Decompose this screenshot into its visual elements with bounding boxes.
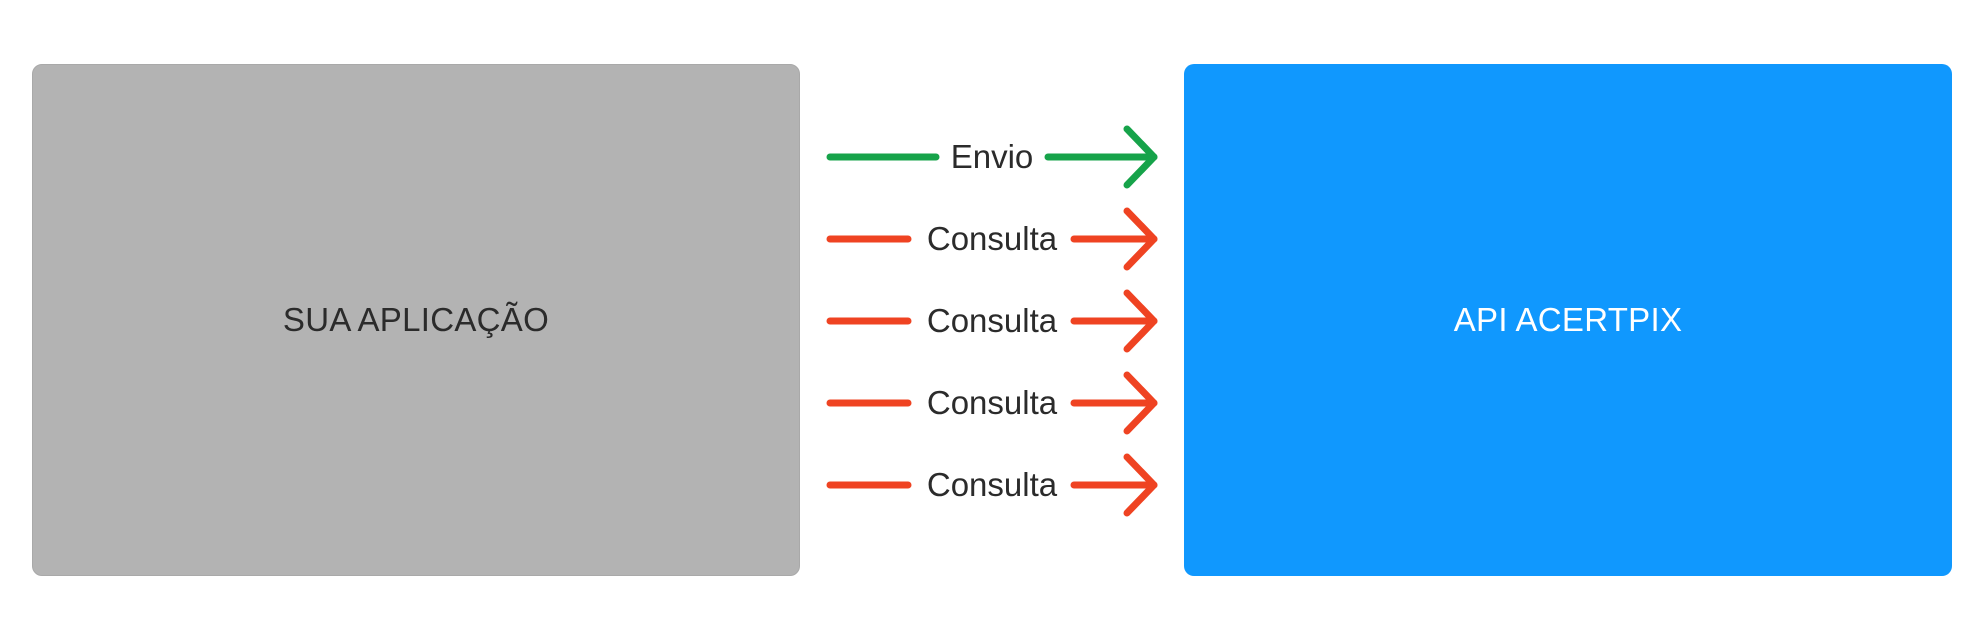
- flow-arrow-consulta: Consulta: [824, 363, 1160, 443]
- flow-label-consulta: Consulta: [926, 302, 1058, 339]
- api-acertpix-box: API ACERTPIX: [1184, 64, 1952, 576]
- flow-label-consulta: Consulta: [926, 466, 1058, 503]
- flow-arrow-consulta: Consulta: [824, 199, 1160, 279]
- arrow-icon: [826, 289, 1158, 353]
- arrow-icon: [826, 371, 1158, 435]
- sua-aplicacao-box: SUA APLICAÇÃO: [32, 64, 800, 576]
- arrow-head: [1123, 371, 1158, 435]
- arrow-icon: [826, 207, 1158, 271]
- arrow-head: [1123, 453, 1158, 517]
- arrow-icon: [826, 125, 1158, 189]
- arrow-head: [1123, 289, 1158, 353]
- arrow-head: [1123, 207, 1158, 271]
- flow-arrow-consulta: Consulta: [824, 445, 1160, 525]
- flow-label-consulta: Consulta: [926, 220, 1058, 257]
- flow-label-consulta: Consulta: [926, 384, 1058, 421]
- flow-label-envio: Envio: [950, 138, 1034, 175]
- api-acertpix-label: API ACERTPIX: [1453, 301, 1683, 338]
- sua-aplicacao-label: SUA APLICAÇÃO: [282, 301, 550, 338]
- arrow-head: [1123, 125, 1158, 189]
- arrow-icon: [826, 453, 1158, 517]
- flow-arrow-envio: Envio: [824, 117, 1160, 197]
- flow-arrow-consulta: Consulta: [824, 281, 1160, 361]
